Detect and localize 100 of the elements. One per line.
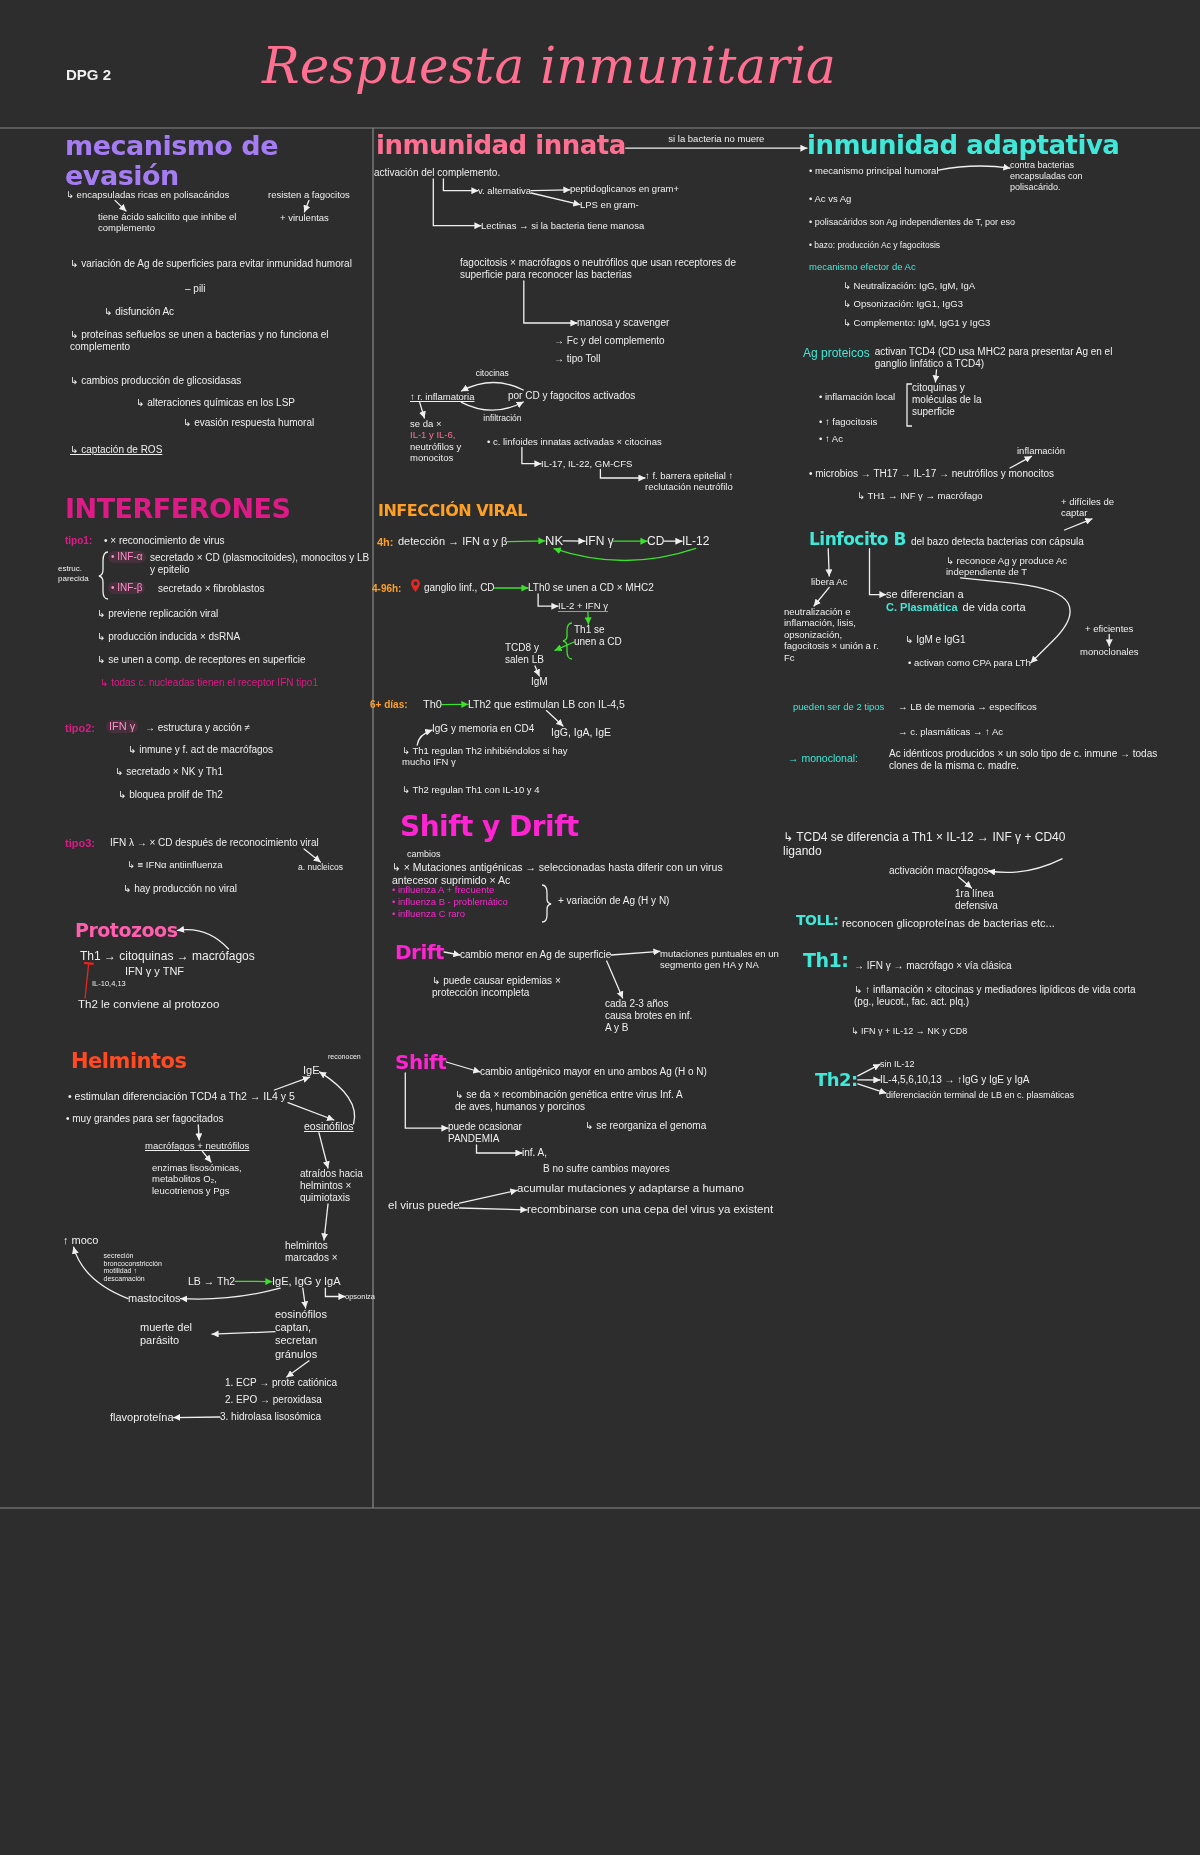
- arrow: [521, 446, 542, 468]
- note-text: ↳ ↑ inflamación × citocinas y mediadores lipídicos de vida corta (pg., leucot., fac. act. plq.): [854, 984, 1137, 1008]
- note-text: el virus puede: [388, 1199, 460, 1213]
- arrow: [179, 1287, 281, 1303]
- heading: Th2:: [815, 1070, 858, 1090]
- arrow: [195, 1124, 203, 1141]
- note-text: • ↑ Ac: [819, 433, 843, 445]
- note-text: → Fc y del complemento: [554, 335, 665, 347]
- note-text: atraídos hacia helmintos × quimiotaxis: [300, 1168, 370, 1204]
- heading: inmunidad innata: [376, 131, 626, 160]
- heading: Drift: [395, 941, 445, 963]
- arrow: [234, 1278, 273, 1286]
- note-text: flavoproteína: [110, 1411, 174, 1425]
- note-text: + variación de Ag (H y N): [558, 895, 670, 907]
- note-text: ↳ hay producción no viral: [123, 883, 237, 895]
- note-text: tipo1:: [65, 535, 93, 547]
- note-text: diferenciación terminal de LB en c. plasmáticas: [886, 1090, 1075, 1101]
- note-text: • bazo: producción Ac y fagocitosis: [809, 240, 941, 251]
- note-text: cambio antigénico mayor en uno ambos Ag (H o N): [480, 1066, 707, 1078]
- note-text: LTh2 que estimulan LB con IL-4,5: [468, 698, 625, 711]
- note-text: ↳ variación de Ag de superficies para evitar inmunidad humoral: [70, 258, 352, 270]
- arrow: [625, 144, 808, 152]
- note-text: libera Ac: [811, 576, 848, 588]
- edge-label: si la bacteria no muere: [666, 134, 767, 145]
- note-text: → IFN γ → macrófago × vía clásica: [854, 960, 1012, 972]
- page-label: DPG 2: [66, 66, 111, 84]
- heading: INFECCIÓN VIRAL: [378, 502, 527, 520]
- heading: INTERFERONES: [65, 494, 291, 524]
- arrow: [321, 1203, 329, 1241]
- arrow: [432, 178, 482, 230]
- note-text: Th0: [423, 698, 442, 712]
- note-text: contra bacterias encapsuladas con polisacárido.: [1010, 160, 1125, 193]
- note-text: se diferencian a: [886, 588, 965, 602]
- note-text: mutaciones puntuales en un segmento gen HA y NA: [660, 948, 800, 971]
- heading: Th1:: [803, 950, 849, 971]
- heading: Linfocito B: [809, 529, 906, 549]
- note-text: ↳ bloquea prolif de Th2: [118, 789, 223, 801]
- arrow: [460, 381, 524, 392]
- arrow: [987, 858, 1063, 876]
- arrow: [273, 1076, 311, 1091]
- note-text: ↳ alteraciones químicas en los LSP: [136, 397, 295, 409]
- note-text: tipo3:: [65, 837, 95, 851]
- arrow: [584, 611, 592, 625]
- note-text: ↳ evasión respuesta humoral: [183, 417, 315, 429]
- note-text: fagocitosis × macrófagos o neutrófilos que usan receptores de superficie para reconocer las bacterias: [460, 257, 750, 281]
- arrow: [458, 1206, 528, 1214]
- note-text: 1. ECP → prote catiónica: [225, 1377, 338, 1389]
- arrow: [825, 548, 833, 577]
- note-text: • muy grandes para ser fagocitados: [66, 1113, 224, 1125]
- note-text: IL-2 + IFN γ: [558, 600, 608, 613]
- arrow: [506, 537, 546, 545]
- arrow: [537, 593, 559, 610]
- note-text: ↳ inmune y f. act de macrófagos: [128, 744, 274, 756]
- note-text: IgG y memoria en CD4: [432, 723, 535, 735]
- arrow: [324, 1287, 346, 1300]
- note-text: ↳ Th2 regulan Th1 con IL-10 y 4: [402, 784, 540, 796]
- arrow: [1063, 518, 1093, 531]
- note-text: acumular mutaciones y adaptarse a humano: [517, 1182, 744, 1196]
- note-text: ↳ todas c. nucleadas tienen el receptor IFN tipo1: [100, 677, 318, 689]
- note-text: LTh0 se unen a CD × MHC2: [528, 582, 654, 594]
- arrow: [545, 709, 564, 727]
- note-text: resisten a fagocitos: [268, 189, 350, 201]
- edge-label: citocinas: [473, 368, 511, 379]
- note-text: ↳ secretado × NK y Th1: [115, 766, 223, 778]
- note-text: → LB de memoria → específicos: [898, 701, 1037, 713]
- arrow: [533, 665, 540, 677]
- note-text: Th1 → citoquinas → macrófagos: [80, 949, 255, 964]
- note-text: → estructura y acción ≠: [145, 722, 250, 734]
- arrow: [553, 547, 697, 562]
- note-text: • microbios → TH17 → IL-17 → neutrófilos y monocitos: [809, 468, 1055, 480]
- note-text: IgM: [531, 676, 548, 688]
- arrow: [445, 1061, 481, 1074]
- note-text: inf. A,: [522, 1147, 547, 1159]
- note-text: detección → IFN α y β: [398, 535, 508, 549]
- arrow: [114, 199, 127, 212]
- note-text: 6+ días:: [370, 699, 408, 711]
- arrow: [72, 1246, 129, 1300]
- note-text: ganglio linf., CD: [424, 582, 495, 594]
- note-text: IL-17, IL-22, GM-CFS: [541, 458, 633, 470]
- arrow: [303, 199, 311, 213]
- arrow: [663, 537, 683, 545]
- note-text: 1ra línea defensiva: [955, 888, 1010, 912]
- note-text: por CD y fagocitos activados: [508, 390, 636, 402]
- note-text: IgG, IgA, IgE: [551, 726, 612, 739]
- note-text: • INF-β: [108, 582, 146, 594]
- note-text: IFN γ: [106, 720, 139, 734]
- note-text: ↳ Neutralización: IgG, IgM, IgA: [843, 280, 976, 292]
- arrow: [493, 584, 529, 592]
- arrow: [857, 1076, 881, 1084]
- note-text: • inflamación local: [819, 391, 896, 403]
- note-text: → monoclonal:: [788, 752, 859, 765]
- note-text: ↳ × Mutaciones antigénicas → seleccionadas hasta diferir con un virus antecesor suprimido × Ac: [392, 861, 724, 886]
- arrow: [303, 848, 322, 863]
- arrow: [530, 186, 571, 194]
- arrow: [475, 1144, 523, 1157]
- arrow: [523, 280, 578, 327]
- note-text: LPS en gram-: [580, 199, 639, 211]
- arrow: [441, 700, 469, 708]
- arrow: [287, 1101, 335, 1121]
- note-text: ↳ producción inducida × dsRNA: [97, 631, 241, 643]
